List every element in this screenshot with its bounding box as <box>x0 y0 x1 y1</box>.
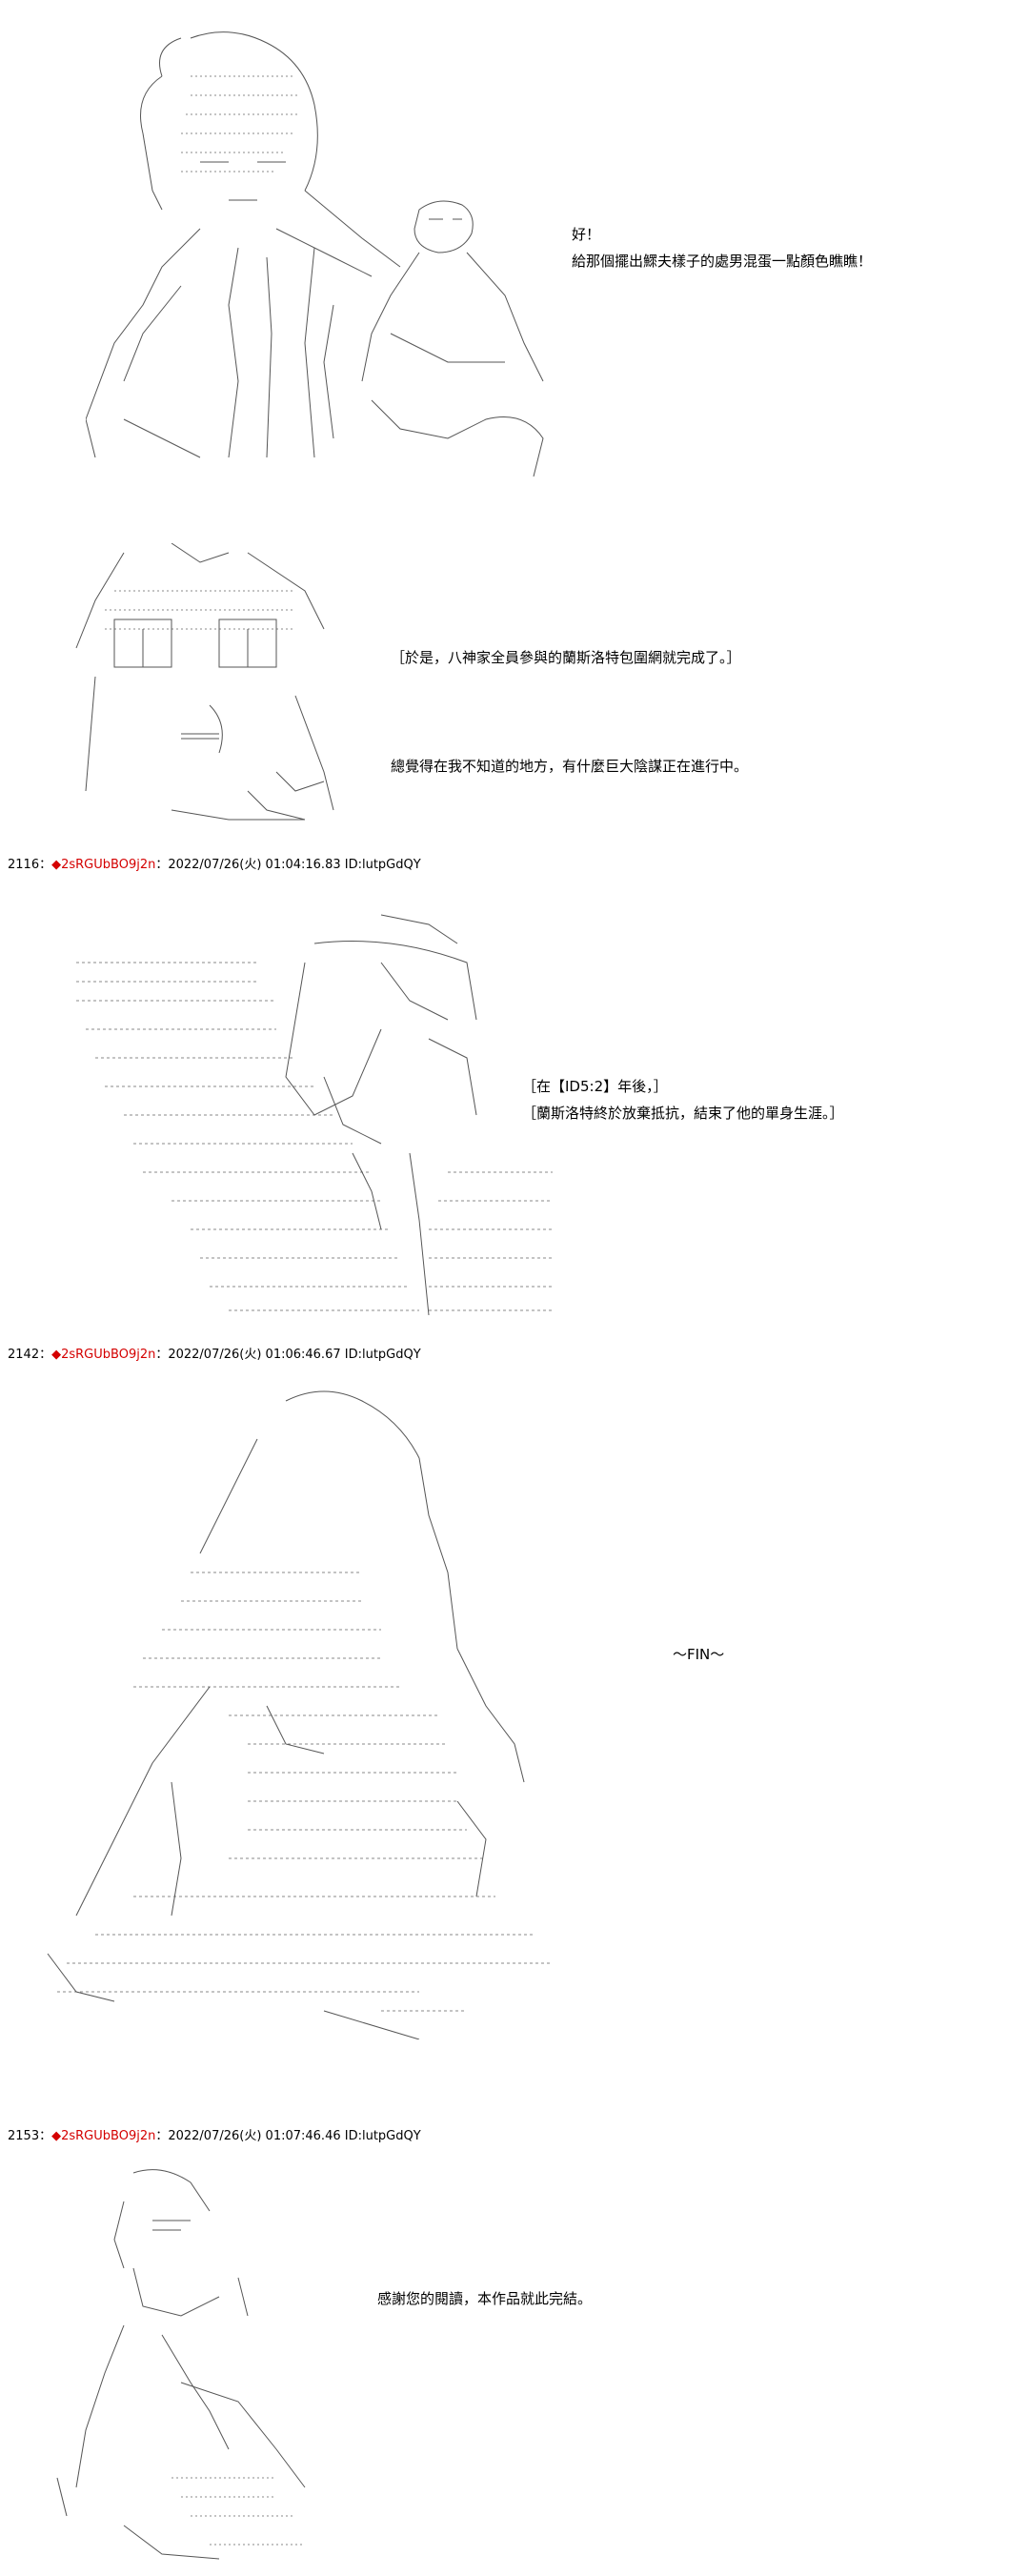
dialogue-panel-2: ［於是，八神家全員參與的蘭斯洛特包圍網就完成了。］ <box>391 644 741 671</box>
dialogue-line: 感謝您的閱讀，本作品就此完結。 <box>377 2290 593 2307</box>
diamond-icon: ◆ <box>51 2129 62 2143</box>
post-number: 2142 <box>8 1348 40 1362</box>
dialogue-line: 好！ <box>572 226 601 243</box>
tripcode[interactable]: 2sRGUbBO9j2n <box>61 1348 156 1362</box>
dialogue-line: ［於是，八神家全員參與的蘭斯洛特包圍網就完成了。］ <box>391 649 741 666</box>
tripcode[interactable]: 2sRGUbBO9j2n <box>61 858 156 872</box>
post-meta: ：2022/07/26(火) 01:06:46.67 ID:lutpGdQY <box>155 1348 421 1362</box>
post-number: 2153 <box>8 2129 40 2143</box>
post-header-2116: 2116：◆2sRGUbBO9j2n：2022/07/26(火) 01:04:1… <box>8 854 421 872</box>
diamond-icon: ◆ <box>51 858 62 872</box>
dialogue-panel-1: 好！ 給那個擺出鰥夫樣子的處男混蛋一點顏色瞧瞧！ <box>572 221 872 274</box>
post-sep: ： <box>39 858 52 872</box>
ascii-art-figures-1 <box>86 19 619 496</box>
ascii-art-figures-5 <box>48 2163 353 2564</box>
post-sep: ： <box>39 1348 52 1362</box>
dialogue-panel-2b: 總覺得在我不知道的地方，有什麼巨大陰謀正在進行中。 <box>391 753 748 780</box>
post-header-2142: 2142：◆2sRGUbBO9j2n：2022/07/26(火) 01:06:4… <box>8 1344 421 1362</box>
post-header-2153: 2153：◆2sRGUbBO9j2n：2022/07/26(火) 01:07:4… <box>8 2125 421 2143</box>
dialogue-line: 總覺得在我不知道的地方，有什麼巨大陰謀正在進行中。 <box>391 758 749 775</box>
ascii-art-figures-4 <box>38 1382 591 2039</box>
post-meta: ：2022/07/26(火) 01:07:46.46 ID:lutpGdQY <box>155 2129 421 2143</box>
dialogue-line: ［蘭斯洛特終於放棄抵抗，結束了他的單身生涯。］ <box>522 1105 844 1122</box>
dialogue-panel-5: 感謝您的閱讀，本作品就此完結。 <box>377 2285 592 2312</box>
dialogue-line: 給那個擺出鰥夫樣子的處男混蛋一點顏色瞧瞧！ <box>572 253 873 270</box>
diamond-icon: ◆ <box>51 1348 62 1362</box>
post-sep: ： <box>39 2129 52 2143</box>
post-meta: ：2022/07/26(火) 01:04:16.83 ID:lutpGdQY <box>155 858 421 872</box>
dialogue-panel-3: ［在【ID5:2】年後，］ ［蘭斯洛特終於放棄抵抗，結束了他的單身生涯。］ <box>522 1073 844 1126</box>
ascii-art-figures-2 <box>57 543 372 829</box>
fin-text: ～FIN～ <box>673 1646 725 1663</box>
dialogue-line: ［在【ID5:2】年後，］ <box>522 1078 668 1095</box>
ascii-art-figures-3 <box>67 905 562 1325</box>
post-number: 2116 <box>8 858 40 872</box>
tripcode[interactable]: 2sRGUbBO9j2n <box>61 2129 156 2143</box>
